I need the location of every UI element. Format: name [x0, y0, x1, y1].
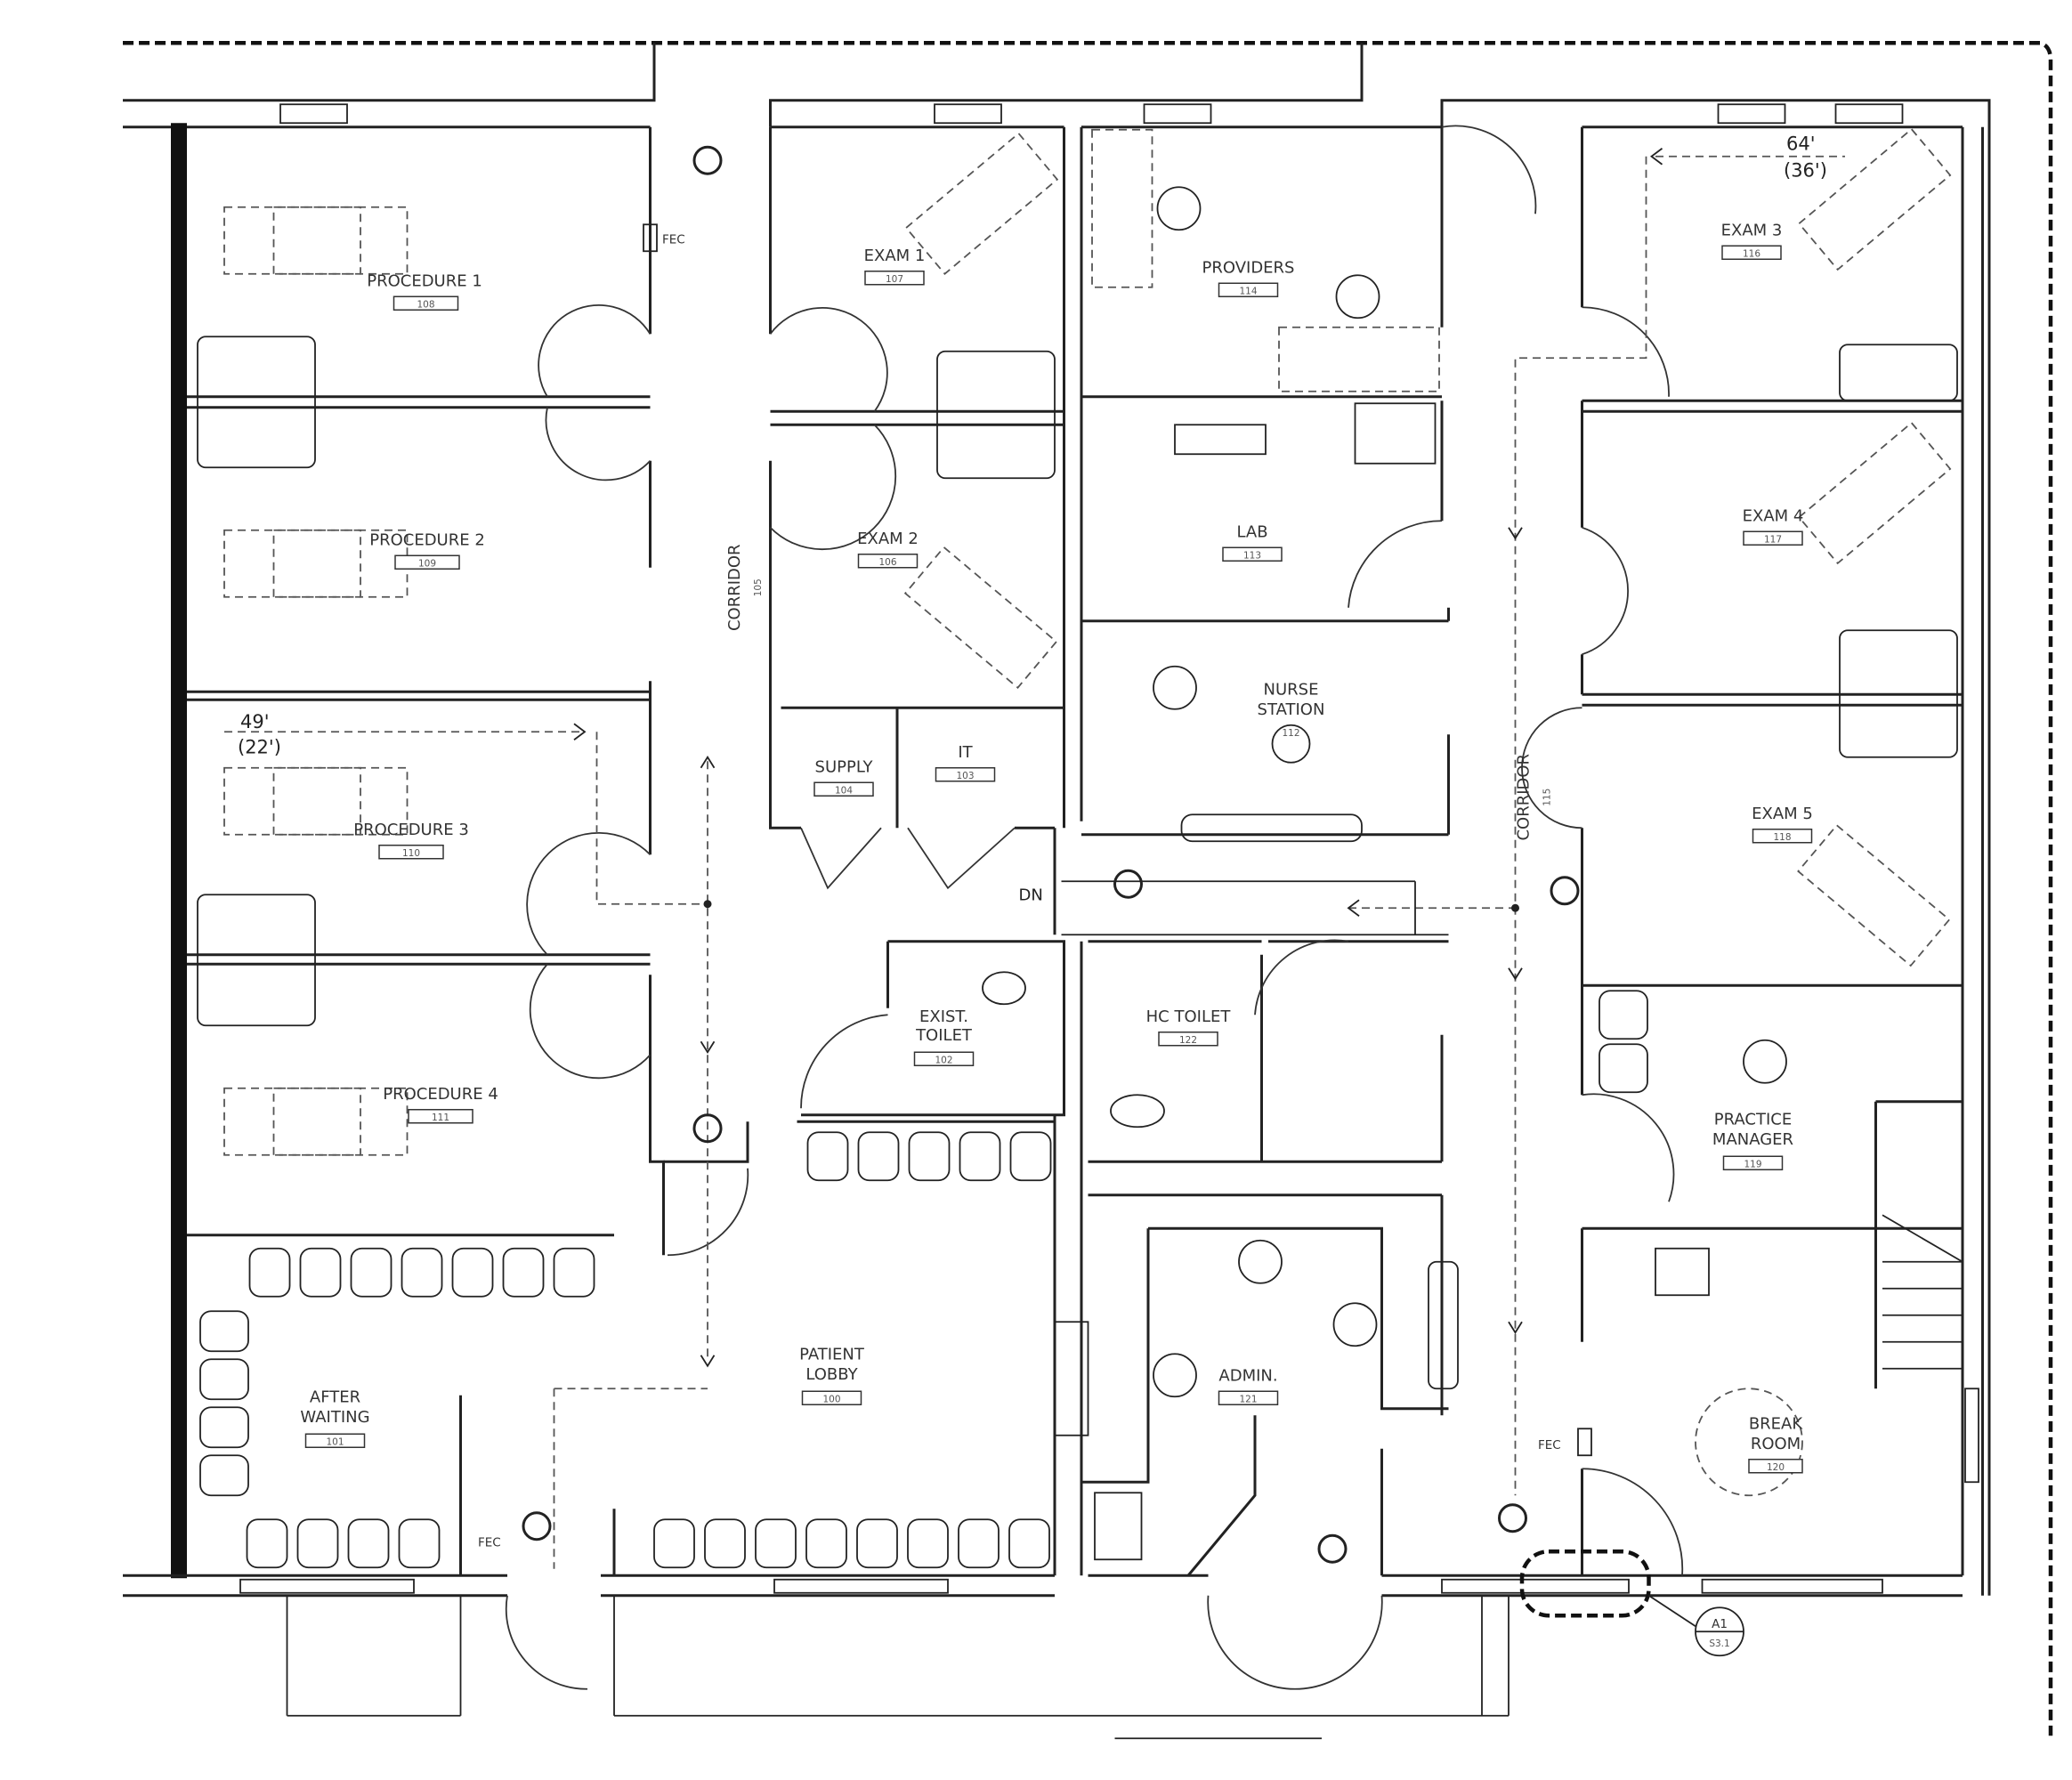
room-break-room-line2: ROOM: [1751, 1435, 1801, 1453]
dimension-west-m: (22'): [238, 736, 281, 757]
room-number: 119: [1744, 1159, 1761, 1169]
room-corridor-west: CORRIDOR: [725, 544, 744, 631]
room-number: 109: [418, 558, 436, 569]
room-number: 117: [1764, 534, 1782, 545]
room-lab: LAB: [1236, 522, 1267, 541]
room-number: 116: [1743, 248, 1760, 259]
room-exam-3: EXAM 3: [1721, 221, 1783, 239]
room-procedure-3: PROCEDURE 3: [353, 821, 469, 839]
section-callout: [1519, 1549, 1651, 1618]
room-number: 118: [1773, 832, 1791, 843]
room-exist-toilet: EXIST.: [919, 1007, 968, 1026]
room-procedure-2: PROCEDURE 2: [369, 530, 485, 549]
doors: [505, 125, 1684, 1690]
exterior-walls: [123, 43, 1991, 1740]
room-number: 113: [1243, 550, 1261, 561]
exit-sign-icons: [522, 145, 1580, 1564]
stair-down-label: DN: [1019, 886, 1043, 904]
room-exam-4: EXAM 4: [1743, 506, 1804, 525]
room-exam-2: EXAM 2: [857, 530, 919, 548]
room-exist-toilet-line2: TOILET: [915, 1026, 973, 1045]
room-practice-manager-line2: MANAGER: [1712, 1130, 1793, 1149]
room-after-waiting-line2: WAITING: [300, 1408, 369, 1427]
room-number: 102: [935, 1055, 952, 1065]
dimension-west-ft: 49': [240, 711, 270, 732]
room-exam-1: EXAM 1: [864, 247, 926, 265]
fire-extinguisher-label: FEC: [478, 1535, 501, 1549]
room-number: 108: [417, 299, 434, 310]
room-number: 112: [1282, 728, 1299, 739]
room-number: 103: [956, 771, 974, 781]
room-corridor-east: CORRIDOR: [1515, 754, 1534, 841]
room-labels: PROCEDURE 1 108 PROCEDURE 2 109 PROCEDUR…: [300, 221, 1813, 1474]
fire-extinguisher-label: FEC: [662, 232, 685, 247]
room-number: 100: [822, 1394, 840, 1404]
interior-walls: [187, 126, 1964, 1577]
room-number: 104: [835, 785, 853, 796]
room-supply: SUPPLY: [815, 757, 874, 776]
room-number: 115: [1542, 789, 1553, 806]
room-practice-manager: PRACTICE: [1714, 1110, 1792, 1129]
room-nurse-station: NURSE: [1264, 680, 1319, 699]
room-number: 114: [1239, 286, 1257, 296]
fire-extinguisher-label: FEC: [1538, 1438, 1561, 1452]
furniture: [197, 127, 1958, 1569]
annotations: 49' (22') 64' (36') FEC FEC FEC DN A1 S3…: [238, 133, 1827, 1657]
room-nurse-station-line2: STATION: [1258, 700, 1325, 719]
room-procedure-1: PROCEDURE 1: [367, 271, 482, 290]
room-providers: PROVIDERS: [1202, 258, 1294, 277]
egress-paths: [224, 148, 1845, 1569]
room-number: 121: [1239, 1394, 1257, 1404]
room-number: 107: [886, 274, 903, 285]
room-number: 122: [1179, 1035, 1197, 1046]
section-tag-id: A1: [1712, 1617, 1728, 1631]
room-exam-5: EXAM 5: [1752, 805, 1813, 823]
room-after-waiting: AFTER: [310, 1388, 360, 1406]
room-number: 120: [1767, 1462, 1785, 1473]
dimension-east-m: (36'): [1784, 159, 1827, 181]
room-it: IT: [958, 743, 973, 762]
dimension-east-ft: 64': [1786, 133, 1816, 154]
property-boundary: [123, 40, 2053, 1736]
room-break-room: BREAK: [1749, 1414, 1804, 1433]
section-tag-sheet: S3.1: [1709, 1638, 1729, 1649]
room-number: 111: [432, 1112, 449, 1123]
room-patient-lobby-line2: LOBBY: [805, 1365, 858, 1384]
room-hc-toilet: HC TOILET: [1146, 1007, 1232, 1026]
room-patient-lobby: PATIENT: [799, 1345, 865, 1363]
room-number: 110: [402, 848, 420, 859]
room-procedure-4: PROCEDURE 4: [383, 1085, 498, 1104]
room-admin: ADMIN.: [1218, 1366, 1277, 1385]
room-number: 106: [878, 557, 896, 568]
room-number: 101: [326, 1436, 344, 1447]
room-number: 105: [753, 578, 764, 596]
